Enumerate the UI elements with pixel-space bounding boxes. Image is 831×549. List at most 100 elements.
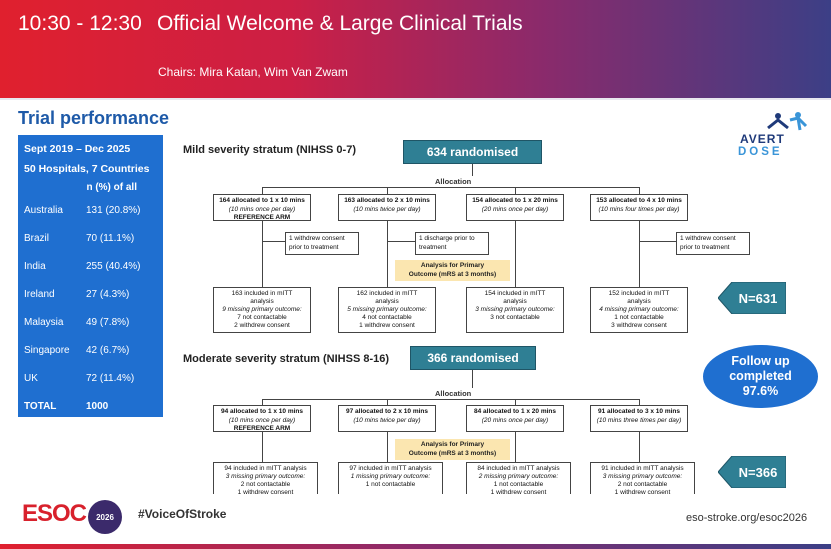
outcome-detail: 1 withdrew consent xyxy=(614,489,671,496)
outcome-missing: 5 missing primary outcome: xyxy=(347,306,427,313)
note-line: 1 withdrew consent xyxy=(680,235,736,242)
outcome-detail: 1 withdrew consent xyxy=(237,489,294,496)
connector xyxy=(515,399,516,405)
outcome-count: 163 included in mITT xyxy=(231,290,293,297)
country-row: Singapore 42 (6.7%) xyxy=(24,337,157,365)
arm-allocation: 84 allocated to 1 x 20 mins xyxy=(473,408,556,415)
note-line: treatment xyxy=(419,243,447,251)
outcome-detail: 7 not contactable xyxy=(237,314,287,321)
recruitment-panel: Sept 2019 – Dec 2025 50 Hospitals, 7 Cou… xyxy=(18,135,163,417)
mild-allocation-label: Allocation xyxy=(435,177,472,186)
slide-title: Trial performance xyxy=(18,108,170,128)
arm-reference: REFERENCE ARM xyxy=(233,425,291,432)
connector xyxy=(639,187,640,194)
arm-allocation: 163 allocated to 2 x 10 mins xyxy=(344,197,430,204)
outcome-detail: 3 withdrew consent xyxy=(611,322,667,329)
connector xyxy=(639,241,676,242)
connector xyxy=(262,221,263,287)
people-icon xyxy=(767,112,808,131)
moderate-allocation-label: Allocation xyxy=(435,389,472,398)
primary-line: Outcome (mRS at 3 months) xyxy=(408,270,497,278)
connector xyxy=(639,432,640,462)
moderate-n-tag: N=366 xyxy=(718,456,786,488)
country-name: Australia xyxy=(24,205,63,216)
outcome-detail: 3 not contactable xyxy=(490,314,540,321)
connector xyxy=(515,432,516,462)
mild-primary-analysis-label: Analysis for Primary Outcome (mRS at 3 m… xyxy=(395,260,510,281)
outcome-count: 154 included in mITT xyxy=(484,290,546,297)
primary-line: Analysis for Primary xyxy=(420,262,485,269)
n-tag-text: N=631 xyxy=(738,290,778,306)
outcome-detail: 1 withdrew consent xyxy=(359,322,415,329)
country-name: Singapore xyxy=(24,345,70,356)
total-label: TOTAL xyxy=(24,401,57,412)
arrow-tag-shape xyxy=(718,456,786,488)
moderate-stratum-title: Moderate severity stratum (NIHSS 8-16) xyxy=(183,353,390,365)
note-line: 1 discharge prior to xyxy=(419,235,475,242)
followup-line: completed xyxy=(729,369,792,383)
mild-randomised-box: 634 randomised xyxy=(403,140,542,164)
outcome-detail: 4 not contactable xyxy=(362,314,412,321)
connector xyxy=(262,399,639,400)
outcome-detail: 1 withdrew consent xyxy=(490,489,547,496)
session-banner: 10:30 - 12:30 Official Welcome & Large C… xyxy=(0,0,831,98)
moderate-arm-4: 91 allocated to 3 x 10 mins (10 mins thr… xyxy=(590,405,688,432)
arm-allocation: 94 allocated to 1 x 10 mins xyxy=(220,408,303,415)
followup-line: Follow up xyxy=(731,354,790,368)
recruitment-dates: Sept 2019 – Dec 2025 xyxy=(24,143,131,155)
country-name: UK xyxy=(24,373,38,384)
arm-schedule: (20 mins once per day) xyxy=(481,205,549,213)
arm-schedule: (10 mins once per day) xyxy=(228,416,296,424)
country-row: Brazil 70 (11.1%) xyxy=(24,225,157,253)
recruitment-hospitals: 50 Hospitals, 7 Countries xyxy=(24,163,150,175)
outcome-detail: 2 not contactable xyxy=(240,481,291,488)
outcome-missing: 4 missing primary outcome: xyxy=(599,306,679,313)
connector xyxy=(262,241,285,242)
total-row: TOTAL 1000 xyxy=(24,393,157,421)
connector xyxy=(639,399,640,405)
n-tag-text: N=366 xyxy=(738,464,778,480)
outcome-detail: 2 withdrew consent xyxy=(234,322,290,329)
session-time: 10:30 - 12:30 xyxy=(18,12,142,35)
arm-allocation: 154 allocated to 1 x 20 mins xyxy=(472,197,558,204)
logo-word-dose: DOSE xyxy=(738,146,783,158)
primary-line: Analysis for Primary xyxy=(420,441,485,448)
connector xyxy=(387,399,388,405)
footer-stripe xyxy=(0,544,831,549)
country-value: 27 (4.3%) xyxy=(86,289,130,300)
mild-arm-4: 153 allocated to 4 x 10 mins (10 mins fo… xyxy=(590,194,688,221)
slide-content: Trial performance Sept 2019 – Dec 2025 5… xyxy=(0,98,831,496)
moderate-randomised-box: 366 randomised xyxy=(410,346,536,370)
arm-schedule: (10 mins twice per day) xyxy=(353,205,421,213)
country-value: 70 (11.1%) xyxy=(86,233,135,244)
connector xyxy=(262,399,263,405)
session-title: Official Welcome & Large Clinical Trials xyxy=(157,12,523,35)
note-line: prior to treatment xyxy=(680,243,730,251)
mild-stratum-title: Mild severity stratum (NIHSS 0-7) xyxy=(183,144,356,156)
country-name: India xyxy=(24,261,46,272)
logo-word-avert: AVERT xyxy=(740,132,785,146)
arm-allocation: 164 allocated to 1 x 10 mins xyxy=(219,197,305,204)
arm-allocation: 97 allocated to 2 x 10 mins xyxy=(345,408,428,415)
arm-schedule: (10 mins four times per day) xyxy=(598,205,680,213)
country-value: 131 (20.8%) xyxy=(86,205,141,216)
conference-url[interactable]: eso-stroke.org/esoc2026 xyxy=(686,512,808,524)
mild-exclusion-note-3: 1 withdrew consent prior to treatment xyxy=(676,232,750,255)
arm-schedule: (10 mins twice per day) xyxy=(353,416,421,424)
country-name: Brazil xyxy=(24,233,50,244)
arm-schedule: (10 mins three times per day) xyxy=(596,416,682,424)
connector xyxy=(387,241,415,242)
connector xyxy=(387,187,388,194)
mild-outcome-2: 162 included in mITT analysis 5 missing … xyxy=(338,287,436,333)
total-value: 1000 xyxy=(86,401,109,412)
outcome-detail: 1 not contactable xyxy=(614,314,664,321)
column-header: n (%) of all xyxy=(86,182,137,193)
mild-exclusion-note-2: 1 discharge prior to treatment xyxy=(415,232,489,255)
avert-dose-logo: AVERT DOSE xyxy=(738,112,820,164)
country-value: 255 (40.4%) xyxy=(86,261,141,272)
country-value: 42 (6.7%) xyxy=(86,345,130,356)
outcome-detail: 1 not contactable xyxy=(493,481,544,488)
note-line: prior to treatment xyxy=(289,243,339,251)
outcome-analysis: analysis xyxy=(503,298,527,305)
